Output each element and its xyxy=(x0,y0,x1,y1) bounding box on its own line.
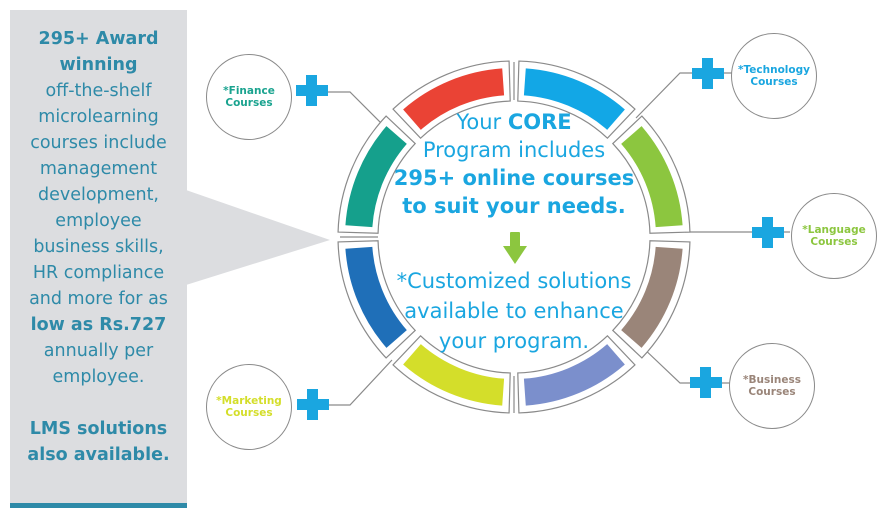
lms-line: LMS solutions xyxy=(29,419,168,439)
ring-segment-green xyxy=(621,126,683,228)
info-panel-text: 295+ Award winning off-the-shelf microle… xyxy=(10,26,187,468)
lms-line: also available. xyxy=(27,445,170,465)
ring-segment-brown xyxy=(621,246,683,348)
ring-segment-red xyxy=(403,68,505,130)
headline-line: 295+ Award xyxy=(38,29,159,49)
body-line: and more for as xyxy=(29,289,168,309)
ring-segment-periwinkle xyxy=(523,344,625,406)
body-line: courses include xyxy=(30,133,167,153)
info-panel xyxy=(10,10,187,508)
course-ring xyxy=(337,60,691,414)
technology-plus-icon xyxy=(692,58,724,89)
ring-segment-yellow-green xyxy=(403,344,505,406)
body-line: microlearning xyxy=(38,107,159,127)
headline-line: winning xyxy=(59,55,138,75)
marketing-plus-icon xyxy=(297,389,329,420)
body-line: business skills, xyxy=(33,237,164,257)
down-arrow-icon xyxy=(503,232,527,264)
business-connector xyxy=(639,344,750,384)
body-line: development, xyxy=(37,185,159,205)
body-line: off-the-shelf xyxy=(45,81,152,101)
technology-connector xyxy=(635,72,750,119)
core-label: CORE xyxy=(507,110,572,134)
business-plus-icon xyxy=(690,367,722,398)
finance-plus-icon xyxy=(296,75,328,106)
price-line: low as Rs.727 xyxy=(30,315,167,335)
body-line: employee xyxy=(55,211,142,231)
body-line: management xyxy=(39,159,158,179)
custom-solutions-text: *Customized solutions available to enhan… xyxy=(396,269,632,353)
language-plus-icon xyxy=(752,217,784,248)
ring-segment-sky-blue xyxy=(523,68,625,130)
course-count-line: 295+ online courses xyxy=(393,166,635,190)
core-program-text: Your CORE Program includes 295+ online c… xyxy=(384,108,644,220)
ring-segment-dark-blue xyxy=(345,246,407,348)
body-line: annually per xyxy=(43,341,154,361)
body-line: employee. xyxy=(52,367,145,387)
body-line: HR compliance xyxy=(32,263,165,283)
ring-segment-teal xyxy=(345,126,407,228)
